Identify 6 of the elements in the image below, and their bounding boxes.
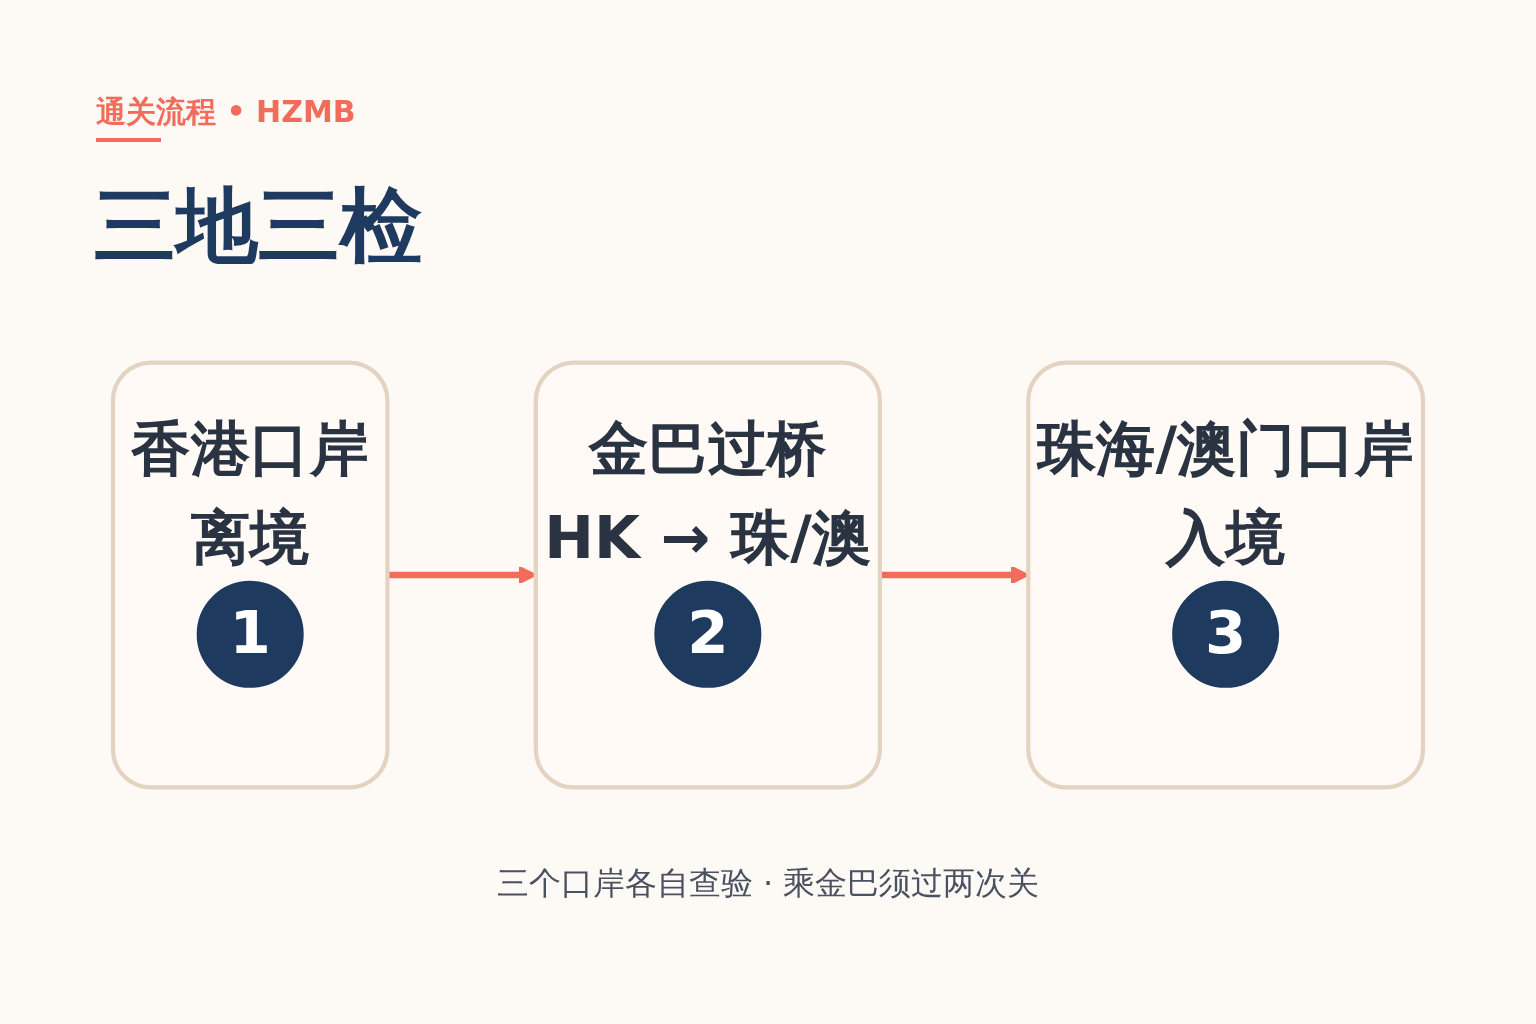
node-circle: 3 — [1172, 580, 1280, 688]
kicker-label: 通关流程 • HZMB — [96, 93, 356, 131]
node-circle: 2 — [654, 580, 762, 688]
caption: 三个口岸各自查验 · 乘金巴须过两次关 — [495, 863, 1041, 904]
title: 三地三检 — [94, 177, 422, 275]
node-circle: 1 — [196, 580, 304, 688]
